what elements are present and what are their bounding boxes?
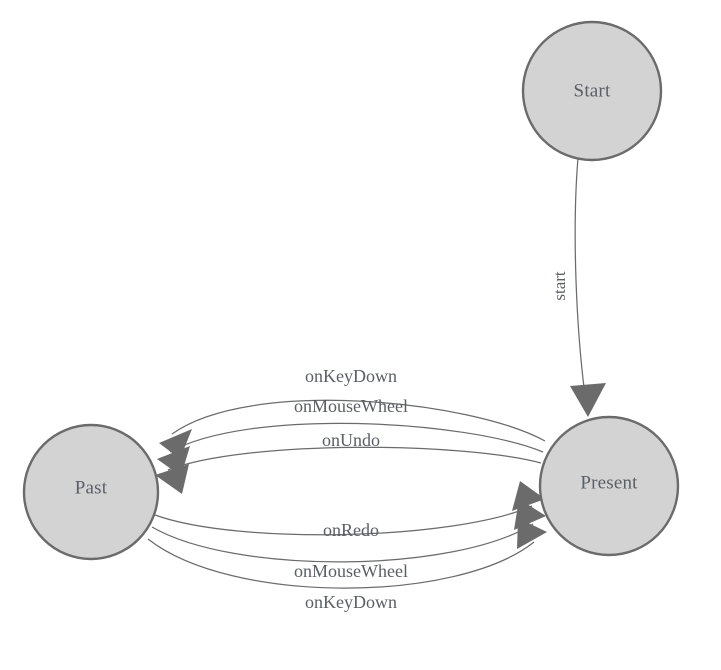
edge-path-present-past-3 (167, 446, 542, 471)
arrowhead-present-past-1 (159, 429, 192, 459)
edge-path-present-past-1 (171, 399, 546, 442)
node-start-label: Start (574, 80, 611, 101)
arrowhead-present-past-3 (155, 464, 189, 494)
arrowhead-past-present-3 (517, 518, 547, 549)
edge-label-onundo: onUndo (322, 430, 380, 450)
node-start[interactable]: Start (521, 20, 663, 162)
edge-labels-top: onKeyDown onMouseWheel onUndo (294, 366, 408, 450)
node-present-circle[interactable] (538, 415, 680, 557)
edge-path-past-present-1 (154, 505, 533, 536)
edge-path-start-present (574, 157, 587, 404)
edge-start-to-present[interactable]: start (550, 157, 606, 417)
edge-label-onmousewheel-top: onMouseWheel (294, 396, 408, 416)
node-present[interactable]: Present (538, 415, 680, 557)
edge-path-past-present-3 (147, 538, 535, 589)
edge-label-onkeydown-top: onKeyDown (305, 366, 397, 386)
edge-label-start: start (550, 271, 569, 301)
node-start-circle[interactable] (521, 20, 663, 162)
edge-present-to-past-onkeydown[interactable] (159, 399, 546, 459)
node-past[interactable]: Past (22, 423, 160, 561)
edge-path-present-past-2 (169, 422, 544, 453)
edge-label-onredo: onRedo (323, 520, 379, 540)
node-past-label: Past (75, 477, 108, 498)
edge-path-past-present-2 (151, 523, 534, 563)
edge-present-to-past-onundo[interactable] (155, 446, 542, 494)
edge-past-to-present-onkeydown[interactable] (147, 518, 547, 589)
node-present-label: Present (580, 472, 638, 493)
edge-label-onmousewheel-bottom: onMouseWheel (294, 561, 408, 581)
arrowhead-start-present (570, 383, 606, 417)
edge-labels-bottom: onRedo onMouseWheel onKeyDown (294, 520, 408, 612)
edge-label-onkeydown-bottom: onKeyDown (305, 592, 397, 612)
node-past-circle[interactable] (22, 423, 160, 561)
